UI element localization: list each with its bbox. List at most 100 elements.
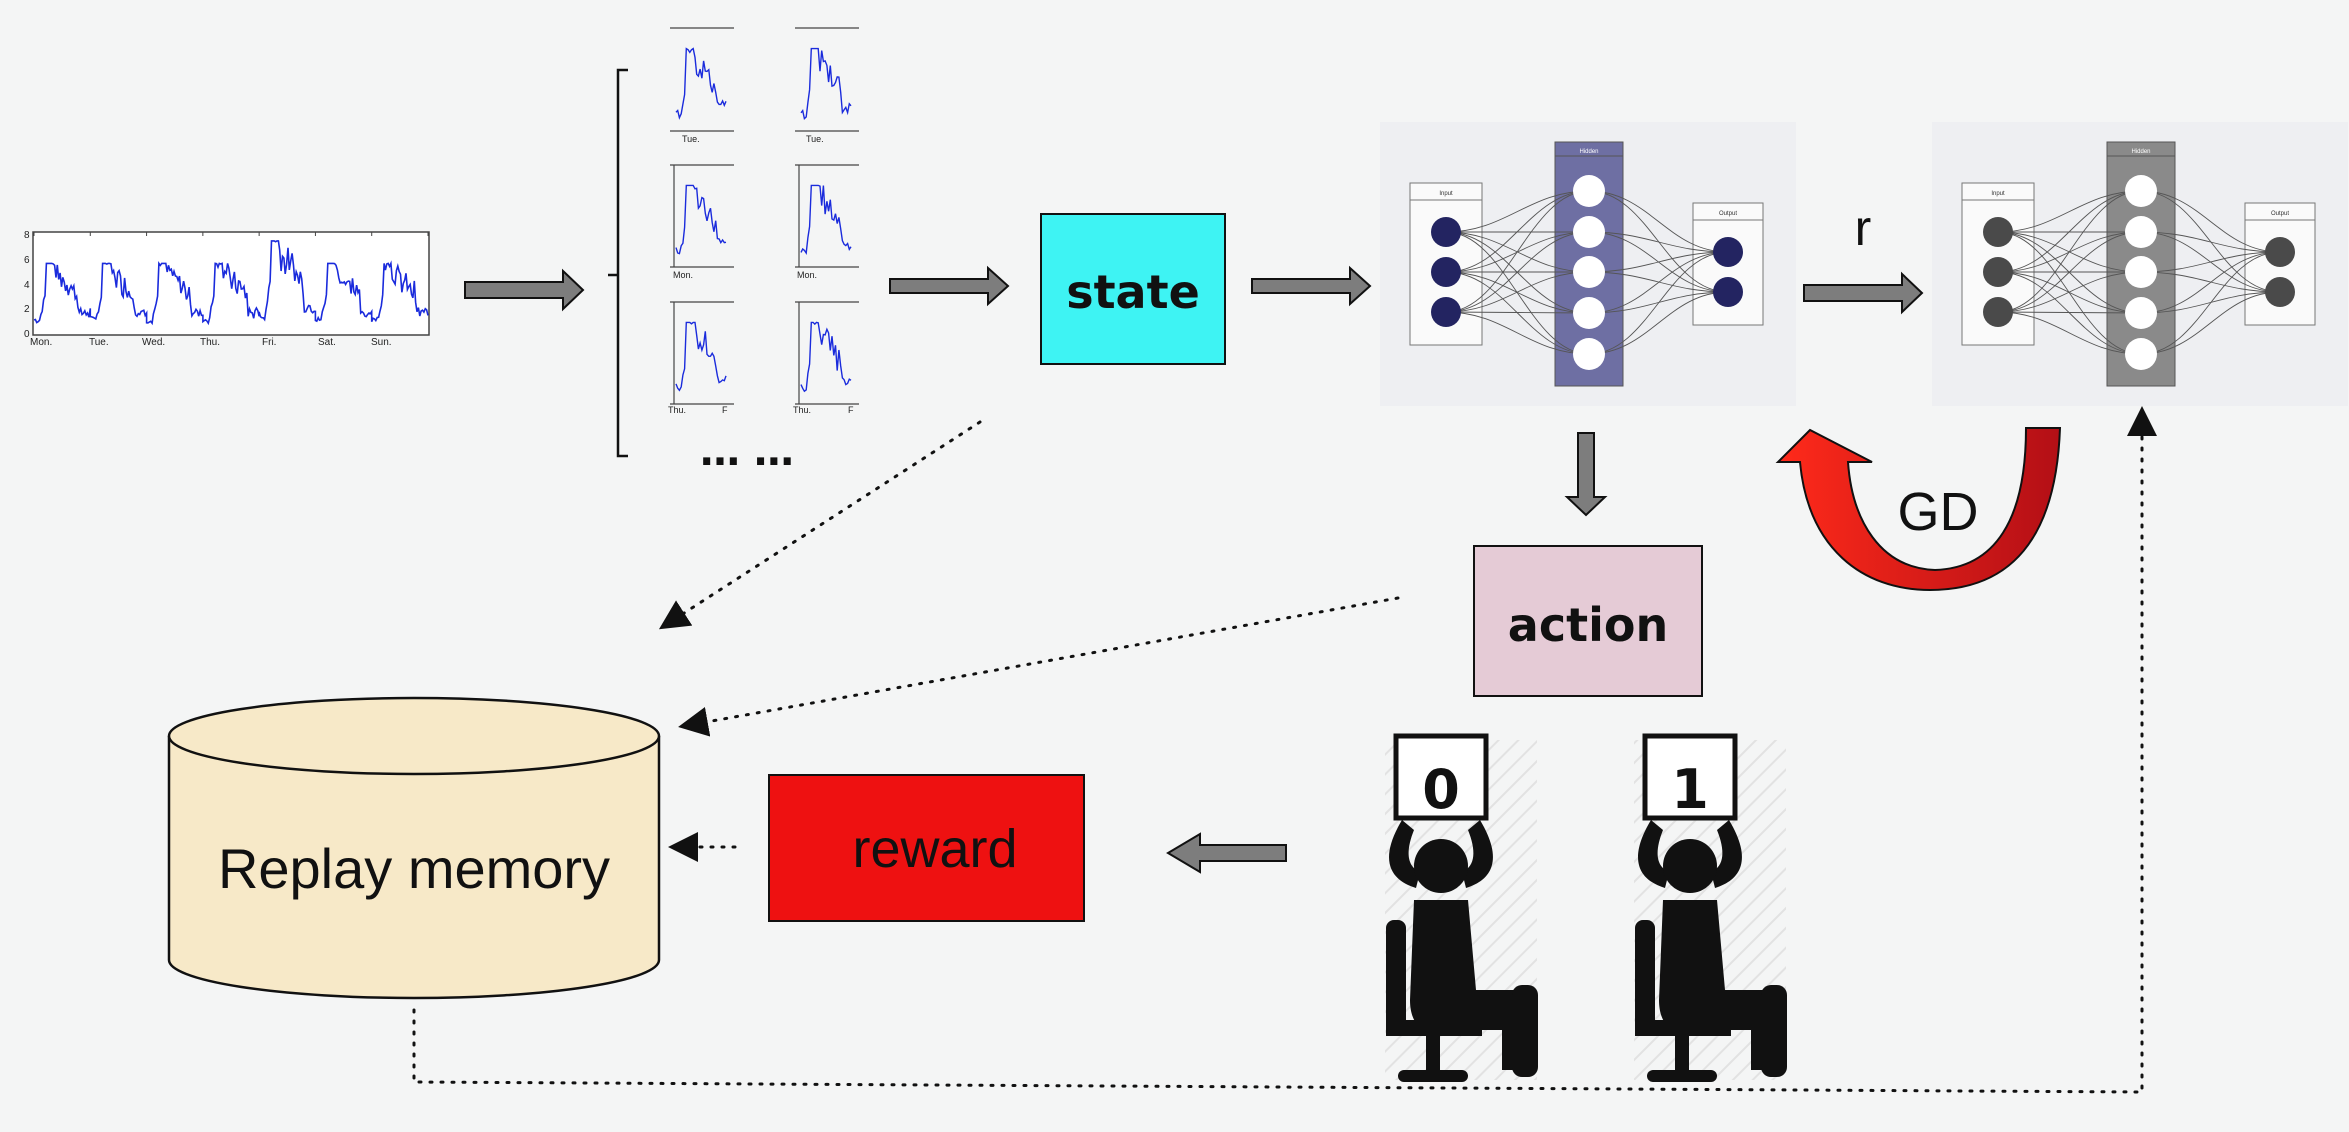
hidden-output-edge bbox=[1588, 251, 1729, 355]
chair-back bbox=[1386, 920, 1406, 1030]
input-hidden-edge bbox=[1445, 190, 1590, 273]
right-arm bbox=[1462, 820, 1493, 888]
replay-memory: Replay memory bbox=[167, 696, 661, 1000]
gd-arrow: GD bbox=[1775, 427, 2062, 592]
hidden-node bbox=[2125, 256, 2157, 288]
day-label-mon: Mon. bbox=[30, 337, 52, 348]
mini-chart-series bbox=[675, 184, 727, 255]
reward-label: reward bbox=[852, 819, 1017, 879]
arrow-grid-to-state bbox=[889, 265, 1010, 307]
replay-memory-label: Replay memory bbox=[218, 837, 610, 900]
output-layer-title: Output bbox=[2271, 211, 2289, 217]
input-layer-title: Input bbox=[1439, 191, 1453, 197]
mini-chart-r2c2 bbox=[795, 164, 859, 268]
reward-node: reward bbox=[768, 774, 1085, 922]
left-arm bbox=[1389, 820, 1420, 888]
day-label-tue: Tue. bbox=[89, 337, 109, 348]
mini-label-r2c1: Mon. bbox=[673, 270, 693, 280]
hidden-node bbox=[2125, 175, 2157, 207]
y-tick-8: 8 bbox=[24, 230, 30, 241]
action-label: action bbox=[1508, 598, 1668, 652]
hidden-node bbox=[1573, 216, 1605, 248]
input-node bbox=[1431, 257, 1461, 287]
input-hidden-edge bbox=[1997, 231, 2142, 313]
chair-seat bbox=[1386, 1020, 1482, 1036]
output-node bbox=[1713, 277, 1743, 307]
mini-chart-r2c1 bbox=[670, 164, 734, 268]
mini-charts bbox=[670, 27, 859, 405]
bracket bbox=[608, 68, 628, 458]
day-label-sat: Sat. bbox=[318, 337, 336, 348]
day-label-fri: Fri. bbox=[262, 337, 276, 348]
input-hidden-edge bbox=[1445, 311, 1590, 355]
reward-box bbox=[768, 774, 1085, 922]
output-node bbox=[1713, 237, 1743, 267]
hidden-output-edge bbox=[1588, 251, 1729, 273]
head bbox=[1414, 839, 1468, 893]
output-layer-title: Output bbox=[1719, 211, 1737, 217]
hidden-node bbox=[2125, 216, 2157, 248]
input-hidden-edge bbox=[1445, 231, 1590, 313]
input-hidden-edge bbox=[1997, 271, 2142, 313]
mini-chart-r1c1 bbox=[670, 27, 734, 132]
y-tick-0: 0 bbox=[24, 329, 30, 340]
input-hidden-edge bbox=[1997, 311, 2142, 355]
lower-leg bbox=[1512, 985, 1538, 1077]
dotted-memory-to-target bbox=[412, 406, 2157, 1094]
gd-curved-arrow bbox=[1775, 427, 2062, 592]
input-hidden-edge bbox=[1445, 271, 1590, 314]
arrow-agents-to-reward bbox=[1166, 832, 1287, 874]
mini-label-r3c2: Thu. bbox=[793, 405, 811, 415]
y-tick-4: 4 bbox=[24, 280, 30, 291]
input-layer-title: Input bbox=[1991, 191, 2005, 197]
week-chart-ticks bbox=[33, 232, 429, 236]
input-hidden-edge bbox=[1445, 190, 1590, 233]
input-node bbox=[1983, 297, 2013, 327]
agent-0 bbox=[1386, 733, 1538, 1082]
chair-back bbox=[1635, 920, 1655, 1030]
y-tick-2: 2 bbox=[24, 304, 30, 315]
input-hidden-edge bbox=[1445, 311, 1590, 314]
mini-label-r1c1: Tue. bbox=[682, 134, 700, 144]
input-hidden-edge bbox=[1997, 311, 2142, 314]
hidden-output-edge bbox=[2140, 190, 2281, 293]
agents bbox=[1385, 733, 1787, 1082]
replay-memory-top bbox=[167, 696, 661, 776]
hidden-node bbox=[1573, 256, 1605, 288]
gd-label: GD bbox=[1898, 482, 1979, 542]
sign-board bbox=[1642, 733, 1738, 821]
hidden-output-edge bbox=[1588, 231, 1729, 253]
chair-leg bbox=[1426, 1036, 1440, 1076]
week-chart-series bbox=[33, 240, 429, 326]
hidden-output-edge bbox=[1588, 291, 1729, 355]
mini-chart-series bbox=[800, 47, 852, 120]
input-hidden-edge bbox=[1997, 190, 2142, 313]
hidden-output-edge bbox=[2140, 251, 2281, 314]
action-box bbox=[1473, 545, 1703, 697]
replay-memory-body bbox=[167, 736, 661, 1000]
hidden-node bbox=[1573, 175, 1605, 207]
output-node bbox=[2265, 237, 2295, 267]
input-hidden-edge bbox=[1997, 190, 2142, 233]
input-hidden-edge bbox=[1997, 271, 2142, 314]
mini-label-r3c1-end: F bbox=[722, 405, 728, 415]
arrow-network-to-target bbox=[1803, 271, 1924, 315]
left-arm bbox=[1638, 820, 1669, 888]
hidden-output-edge bbox=[1588, 251, 1729, 314]
hidden-output-edge bbox=[1588, 190, 1729, 293]
chair-leg bbox=[1675, 1036, 1689, 1076]
agent-1-sign-label: 1 bbox=[1671, 758, 1709, 821]
r-label: r bbox=[1855, 200, 1872, 256]
input-hidden-edge bbox=[1445, 271, 1590, 313]
hidden-layer-title: Hidden bbox=[1579, 149, 1598, 155]
mini-chart-r3c2 bbox=[795, 301, 859, 405]
input-node bbox=[1983, 257, 2013, 287]
week-chart: Mon. Tue. Wed. Thu. Fri. Sat. Sun. 0 2 4… bbox=[24, 230, 430, 348]
day-label-thu: Thu. bbox=[200, 337, 220, 348]
hidden-output-edge bbox=[2140, 190, 2281, 253]
input-hidden-edge bbox=[1445, 190, 1590, 313]
day-label-wed: Wed. bbox=[142, 337, 165, 348]
